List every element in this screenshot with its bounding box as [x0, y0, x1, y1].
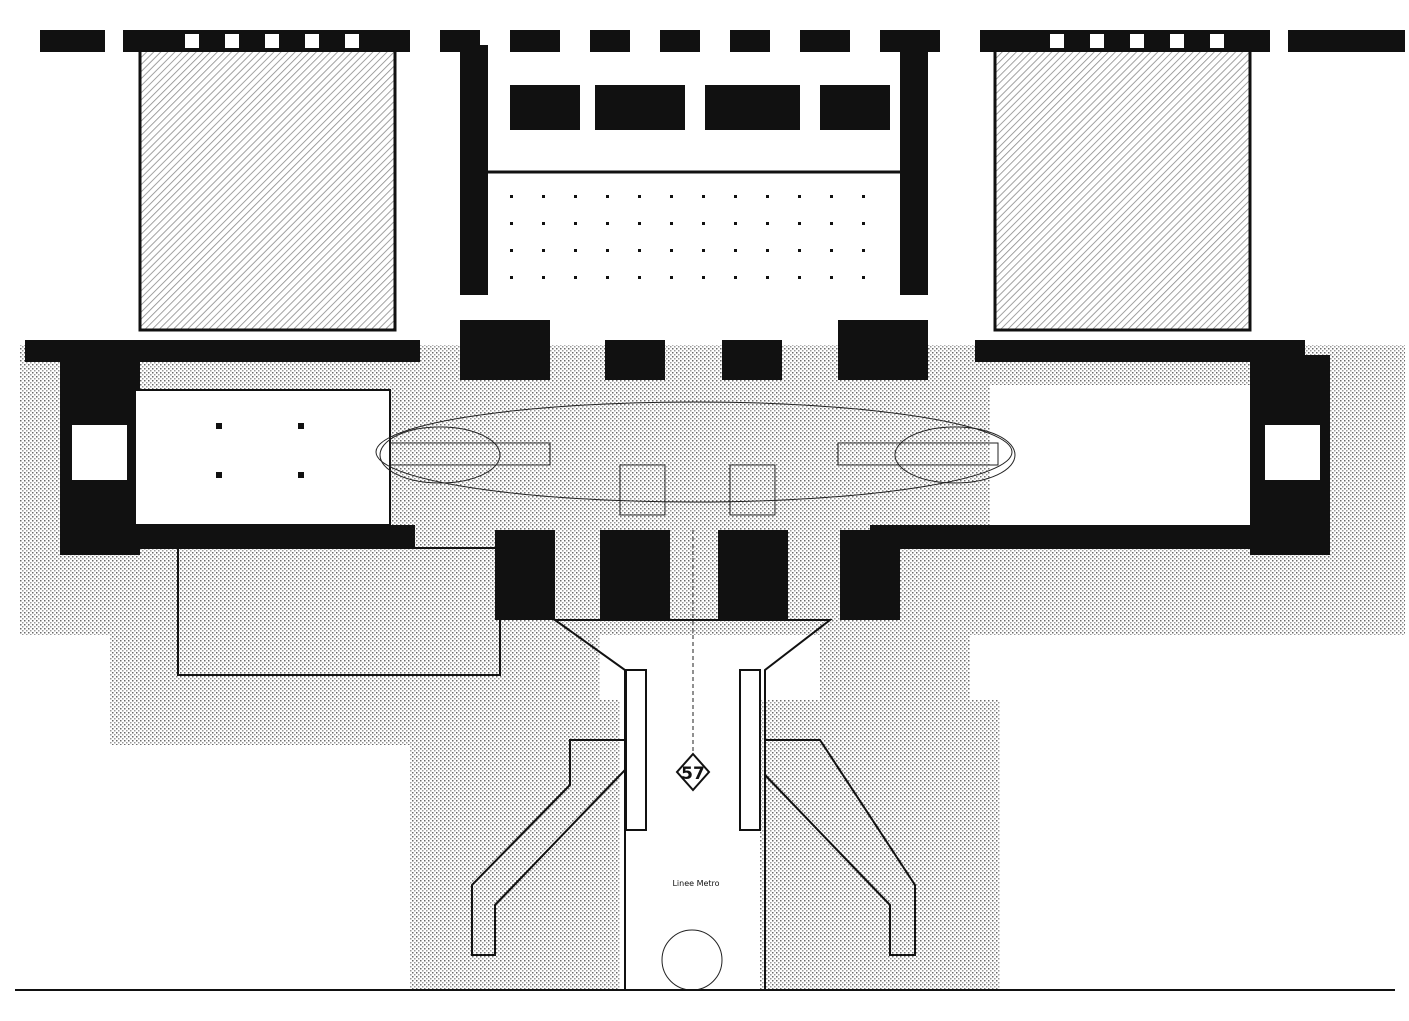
column: [542, 222, 545, 225]
column: [542, 249, 545, 252]
column: [574, 276, 577, 279]
column: [510, 276, 513, 279]
column: [574, 249, 577, 252]
column: [606, 276, 609, 279]
column: [766, 195, 769, 198]
column: [638, 249, 641, 252]
metro-lines-label: Linee Metro: [672, 879, 719, 888]
metro-ramps: [471, 530, 916, 991]
column: [670, 222, 673, 225]
column: [606, 195, 609, 198]
north-facade: [40, 30, 1405, 52]
column: [734, 222, 737, 225]
column: [734, 249, 737, 252]
column: [606, 249, 609, 252]
column: [830, 276, 833, 279]
column: [830, 222, 833, 225]
column: [510, 249, 513, 252]
column-grid: [510, 195, 865, 279]
column: [510, 222, 513, 225]
column: [734, 276, 737, 279]
central-hall: [460, 45, 928, 380]
column: [862, 249, 865, 252]
column: [542, 195, 545, 198]
west-wing: [25, 340, 501, 676]
column: [638, 276, 641, 279]
column: [830, 249, 833, 252]
station-marker: 57: [675, 752, 711, 792]
column: [510, 195, 513, 198]
column: [766, 222, 769, 225]
column: [606, 222, 609, 225]
column: [638, 222, 641, 225]
left-courtyard: [138, 43, 397, 332]
column: [862, 222, 865, 225]
column: [702, 276, 705, 279]
column: [670, 249, 673, 252]
column: [702, 249, 705, 252]
column: [830, 195, 833, 198]
column: [798, 276, 801, 279]
column: [734, 195, 737, 198]
column: [574, 222, 577, 225]
right-courtyard: [993, 43, 1252, 332]
column: [542, 276, 545, 279]
column: [798, 249, 801, 252]
concourse-ellipse: [375, 401, 1016, 516]
column: [574, 195, 577, 198]
column: [702, 222, 705, 225]
east-wing: [870, 340, 1330, 555]
column: [670, 195, 673, 198]
column: [798, 222, 801, 225]
column: [862, 276, 865, 279]
station-marker-label: 57: [681, 764, 705, 784]
column: [702, 195, 705, 198]
column: [798, 195, 801, 198]
column: [766, 276, 769, 279]
column: [862, 195, 865, 198]
column: [670, 276, 673, 279]
column: [638, 195, 641, 198]
column: [766, 249, 769, 252]
